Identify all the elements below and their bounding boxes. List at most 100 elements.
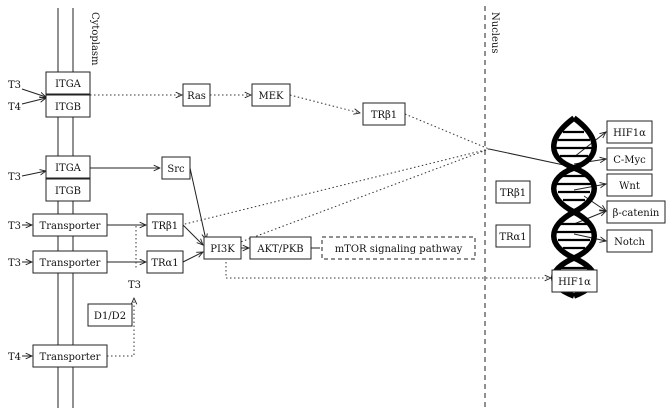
mek-node: MEK <box>251 83 291 107</box>
trb1-node: TRβ1 <box>362 102 406 126</box>
trb1-label: TRβ1 <box>371 110 397 121</box>
transporter3-to-deiodinase-link <box>107 298 134 357</box>
mtor-label: mTOR signaling pathway <box>335 244 463 255</box>
t3-label: T3 <box>8 80 21 91</box>
itgb-box <box>45 94 91 118</box>
hif1a-target-node-2: HIF1α <box>551 269 598 293</box>
trb1-box <box>495 180 531 204</box>
itgb-box <box>45 178 91 202</box>
integrin-receptor-1: ITGA ITGB <box>45 71 91 118</box>
src-label: Src <box>167 164 185 175</box>
pi3k-node: PI3K <box>203 236 242 260</box>
akt-box <box>249 236 312 260</box>
hif1a-box <box>606 120 653 144</box>
pi3k-to-hif1a-link <box>225 258 551 278</box>
trb1-nuclear-node: TRβ1 <box>495 180 531 204</box>
src-to-pi3k-arrow <box>189 167 206 240</box>
nucleus-label: Nucleus <box>489 12 500 53</box>
notch-target-node: Notch <box>606 229 653 253</box>
src-box <box>161 156 191 180</box>
dna-to-hif1a-arrow <box>573 132 606 158</box>
trb1-box <box>362 102 406 126</box>
mtor-node: mTOR signaling pathway <box>321 236 476 260</box>
itga-box <box>45 71 91 95</box>
tra1-nuclear-node: TRα1 <box>495 224 531 248</box>
d1d2-box <box>87 303 133 327</box>
itga-label: ITGA <box>55 163 82 174</box>
trb1-cytoplasm-node: TRβ1 <box>146 213 184 237</box>
wnt-box <box>606 173 653 197</box>
itgb-label: ITGB <box>55 102 81 113</box>
cmyc-box <box>606 147 653 171</box>
mek-label: MEK <box>258 91 284 102</box>
hif1a-label: HIF1α <box>613 128 646 139</box>
hif1a-box <box>551 269 598 293</box>
pi3k-label: PI3K <box>210 244 235 255</box>
trb1-to-nucleus-link <box>404 113 490 150</box>
akt-node: AKT/PKB <box>249 236 312 260</box>
hif1a-target-node: HIF1α <box>606 120 653 144</box>
integrin-receptor-2: ITGA ITGB <box>45 155 91 202</box>
trb1-box <box>146 213 184 237</box>
trb1-label: TRβ1 <box>500 188 526 199</box>
mek-box <box>251 83 291 107</box>
itga-label: ITGA <box>55 79 82 90</box>
dna-strand-b <box>551 115 597 299</box>
dna-to-wnt-arrow <box>573 184 606 191</box>
t3-to-itga-arrow <box>21 88 46 97</box>
bcatenin-target-node: β-catenin <box>606 200 666 224</box>
pi3k-box <box>203 236 242 260</box>
notch-label: Notch <box>614 237 645 248</box>
transporter-label: Transporter <box>40 221 101 232</box>
ras-label: Ras <box>187 91 206 102</box>
dna-to-bcatenin-arrow-2 <box>573 211 606 225</box>
cmyc-target-node: C-Myc <box>606 147 653 171</box>
ras-box <box>182 83 211 107</box>
cytoplasm-label: Cytoplasm <box>89 12 100 66</box>
tra1-to-pi3k-arrow <box>182 252 203 263</box>
nucleus-to-dna-arrow <box>488 148 573 167</box>
dna-helix-icon <box>551 115 597 299</box>
ras-node: Ras <box>182 83 211 107</box>
bcatenin-label: β-catenin <box>613 208 660 219</box>
tra1-box <box>146 250 184 274</box>
pi3k-to-nucleus-link <box>229 148 490 247</box>
connections <box>21 88 606 357</box>
trb1-to-pi3k-arrow <box>182 224 203 245</box>
t4-to-itga-arrow <box>21 98 46 105</box>
transporter-box <box>32 344 108 368</box>
t3-label: T3 <box>8 221 21 232</box>
tra1-label: TRα1 <box>499 232 526 243</box>
wnt-label: Wnt <box>619 181 640 192</box>
t4-label: T4 <box>8 352 21 363</box>
transporter-1: Transporter <box>32 213 108 237</box>
itgb-label: ITGB <box>55 186 81 197</box>
transporter-2: Transporter <box>32 250 108 274</box>
cmyc-label: C-Myc <box>613 155 646 166</box>
transporter-label: Transporter <box>40 352 101 363</box>
tra1-cytoplasm-node: TRα1 <box>146 250 184 274</box>
tra1-label: TRα1 <box>151 258 178 269</box>
tra1-box <box>495 224 531 248</box>
t3-to-itga2-arrow <box>21 171 46 177</box>
trb1-label: TRβ1 <box>152 221 178 232</box>
hif1a-label: HIF1α <box>558 277 591 288</box>
t3-label: T3 <box>8 258 21 269</box>
t3-label: T3 <box>128 280 141 291</box>
wnt-target-node: Wnt <box>606 173 653 197</box>
akt-label: AKT/PKB <box>256 244 303 255</box>
itga-box <box>45 155 91 179</box>
src-node: Src <box>161 156 191 180</box>
transporter-3: Transporter <box>32 344 108 368</box>
notch-box <box>606 229 653 253</box>
transporter-box <box>32 213 108 237</box>
t4-label: T4 <box>8 102 21 113</box>
deiodinase: D1/D2 <box>87 303 133 327</box>
transporter-box <box>32 250 108 274</box>
bcatenin-box <box>606 200 666 224</box>
mtor-box <box>321 236 476 260</box>
dna-to-notch-arrow <box>573 233 606 241</box>
trb1-to-nucleus-link-2 <box>180 148 490 226</box>
transporter-label: Transporter <box>40 258 101 269</box>
